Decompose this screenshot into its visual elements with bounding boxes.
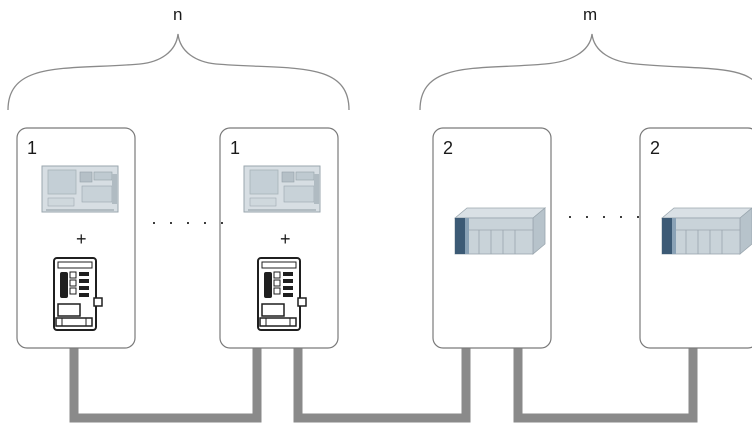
group-m-label: m — [583, 5, 598, 24]
network-cable — [69, 348, 698, 423]
plug-in-module-icon — [53, 257, 103, 331]
box-number: 1 — [27, 138, 38, 158]
box-number: 1 — [230, 138, 241, 158]
plug-in-module-icon — [257, 257, 307, 331]
left-group-brace — [7, 33, 350, 111]
ellipsis-left: · · · · · — [151, 212, 228, 232]
plus-sign: + — [280, 229, 291, 249]
controller-board-icon — [243, 165, 321, 213]
box-number: 2 — [650, 138, 661, 158]
plus-sign: + — [76, 229, 87, 249]
right-group-brace — [419, 33, 752, 111]
controller-board-icon — [41, 165, 119, 213]
group-n-label: n — [173, 5, 183, 24]
ellipsis-right: · · · · · — [567, 206, 644, 226]
rack-module-icon — [661, 207, 752, 255]
rack-module-icon — [454, 207, 546, 255]
box-number: 2 — [443, 138, 454, 158]
